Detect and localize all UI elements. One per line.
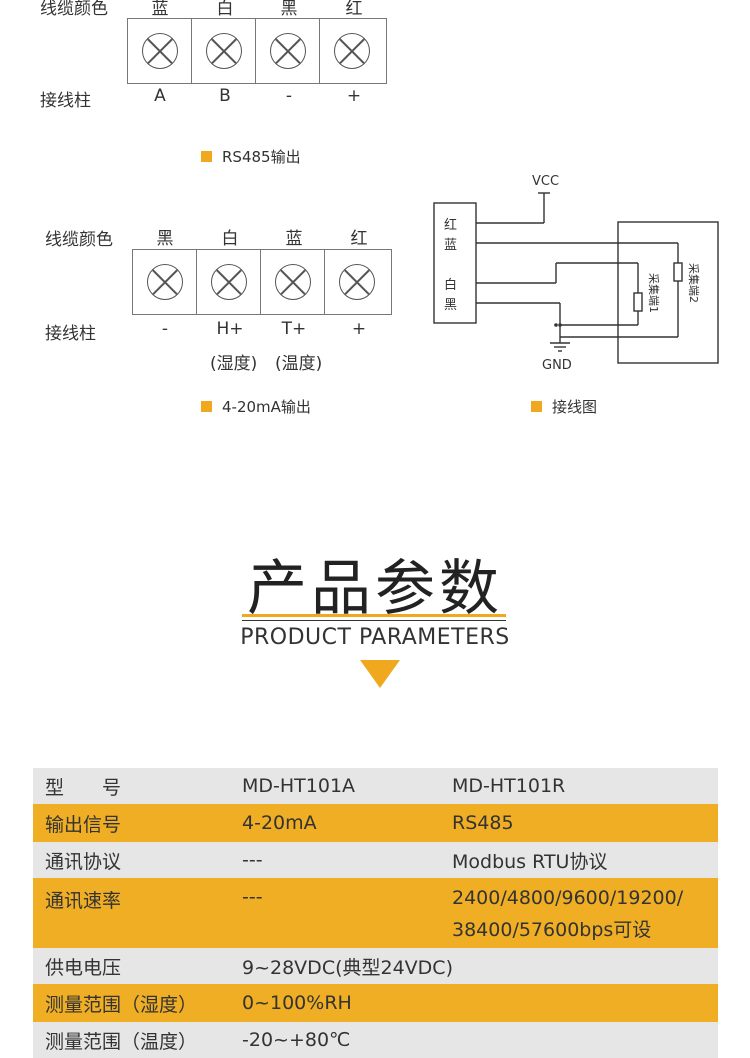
d2-terminal-1 — [133, 250, 197, 314]
vcc-label: VCC — [532, 174, 559, 189]
d2-legend-text: 4-20mA输出 — [222, 398, 311, 416]
terminal-screw-icon — [141, 33, 178, 69]
param-value-b: RS485 — [440, 804, 718, 842]
wire-white: 白 — [444, 277, 457, 293]
wire-black: 黑 — [444, 298, 457, 313]
table-row: 通讯速率 --- 2400/4800/9600/19200/ 38400/576… — [33, 878, 718, 948]
d2-color-4: 红 — [350, 229, 368, 249]
d1-legend-text: RS485输出 — [222, 148, 301, 166]
d2-note-humidity: (湿度) — [210, 354, 258, 374]
d1-terminal-block — [127, 18, 387, 84]
table-row: 型 号 MD-HT101A MD-HT101R — [33, 768, 718, 804]
param-value-b: Modbus RTU协议 — [440, 842, 718, 878]
d2-post-2: H+ — [216, 319, 244, 339]
terminal-screw-icon — [274, 264, 311, 300]
terminal-screw-icon — [339, 264, 375, 300]
legend-square-icon — [201, 151, 212, 162]
title-underline-accent — [242, 614, 506, 617]
terminal-screw-icon — [146, 264, 183, 300]
d1-color-4: 红 — [345, 0, 363, 19]
params-table: 型 号 MD-HT101A MD-HT101R 输出信号 4-20mA RS48… — [33, 768, 718, 1058]
sensor-box — [433, 202, 477, 324]
param-label: 测量范围（温度） — [33, 1022, 230, 1058]
param-label: 测量范围（湿度） — [33, 984, 230, 1022]
terminal-screw-icon — [334, 33, 370, 69]
terminal-screw-icon — [205, 33, 242, 69]
d2-post-label: 接线柱 — [45, 324, 96, 344]
table-row: 测量范围（温度） -20~+80℃ — [33, 1022, 718, 1058]
table-row: 测量范围（湿度） 0~100%RH — [33, 984, 718, 1022]
terminal-screw-icon — [210, 264, 247, 300]
param-label: 型 号 — [33, 768, 230, 804]
d1-post-3: - — [285, 86, 293, 106]
d1-terminal-1 — [128, 19, 192, 83]
param-value-b-line1: 2400/4800/9600/19200/ — [452, 887, 684, 909]
d2-post-1: - — [161, 319, 169, 339]
d2-note-temperature: (温度) — [275, 354, 323, 374]
d2-post-4: + — [351, 319, 367, 339]
d1-post-4: + — [346, 86, 362, 106]
param-value-b: 2400/4800/9600/19200/ 38400/57600bps可设 — [440, 878, 718, 948]
d1-color-1: 蓝 — [151, 0, 169, 19]
d1-color-label: 线缆颜色 — [40, 0, 108, 19]
d2-color-label: 线缆颜色 — [45, 230, 113, 250]
table-row: 输出信号 4-20mA RS485 — [33, 804, 718, 842]
d2-terminal-block — [132, 249, 392, 315]
d1-post-2: B — [219, 86, 231, 106]
param-value-a: --- — [230, 842, 440, 878]
param-value-a: 0~100%RH — [230, 984, 718, 1022]
param-value-a: -20~+80℃ — [230, 1022, 718, 1058]
table-row: 供电电压 9~28VDC(典型24VDC) — [33, 948, 718, 984]
param-label: 通讯速率 — [33, 878, 230, 948]
d1-color-3: 黑 — [280, 0, 298, 19]
wire-blue: 蓝 — [444, 238, 457, 253]
d1-legend: RS485输出 — [201, 146, 301, 167]
d2-terminal-2 — [197, 250, 261, 314]
d1-post-1: A — [154, 86, 166, 106]
param-value-b: MD-HT101R — [440, 768, 718, 804]
d2-color-2: 白 — [221, 229, 239, 249]
param-value-a: --- — [230, 878, 440, 948]
param-value-a: 9~28VDC(典型24VDC) — [230, 948, 718, 984]
param-value-b-line2: 38400/57600bps可设 — [452, 919, 652, 941]
section-title-cn: 产品参数 — [247, 554, 503, 624]
legend-square-icon — [201, 401, 212, 412]
d1-terminal-4 — [320, 19, 384, 83]
param-label: 供电电压 — [33, 948, 230, 984]
d1-color-2: 白 — [216, 0, 234, 19]
d2-terminal-3 — [261, 250, 325, 314]
d2-color-1: 黑 — [156, 229, 174, 249]
d1-post-label: 接线柱 — [40, 91, 91, 111]
param-value-a: 4-20mA — [230, 804, 440, 842]
down-arrow-icon — [360, 660, 400, 688]
wiring-legend: 接线图 — [531, 396, 597, 417]
section-title-en: PRODUCT PARAMETERS — [240, 625, 510, 650]
d2-terminal-4 — [325, 250, 389, 314]
collector1-label: 采集端1 — [647, 273, 661, 313]
collector-box — [617, 221, 719, 364]
wire-red: 红 — [444, 217, 457, 233]
legend-square-icon — [531, 401, 542, 412]
gnd-label: GND — [542, 358, 572, 373]
d1-terminal-2 — [192, 19, 256, 83]
title-underline — [242, 620, 506, 621]
wiring-legend-text: 接线图 — [552, 398, 598, 416]
wiring-diagram: VCC GND 红 蓝 白 黑 采集端1 采集端2 — [433, 174, 719, 373]
terminal-screw-icon — [269, 33, 306, 69]
d2-color-3: 蓝 — [285, 229, 303, 249]
collector2-label: 采集端2 — [687, 263, 701, 303]
d1-terminal-3 — [256, 19, 320, 83]
param-value-a: MD-HT101A — [230, 768, 440, 804]
d2-post-3: T+ — [281, 319, 307, 339]
d2-legend: 4-20mA输出 — [201, 396, 311, 417]
table-row: 通讯协议 --- Modbus RTU协议 — [33, 842, 718, 878]
param-label: 通讯协议 — [33, 842, 230, 878]
param-label: 输出信号 — [33, 804, 230, 842]
